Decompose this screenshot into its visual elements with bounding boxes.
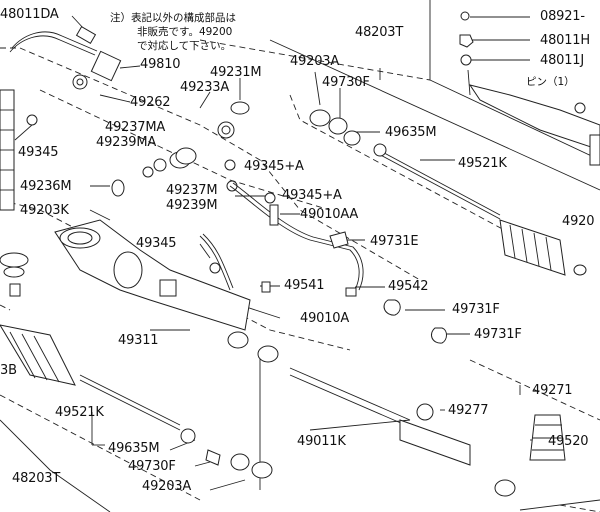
label-49203a-top: 49203A: [290, 54, 340, 69]
label-49345-mid: 49345: [136, 236, 177, 251]
label-49520: 49520: [548, 434, 589, 449]
tie-rod-upper-part: [309, 109, 501, 220]
pinion-column-part: [0, 89, 38, 297]
label-49271: 49271: [532, 383, 573, 398]
label-48011da: 48011DA: [0, 7, 59, 22]
label-49730f-top: 49730F: [322, 75, 370, 90]
boot-lower-left-part: [0, 324, 273, 479]
label-49239m: 49239M: [166, 198, 218, 213]
label-49203k: 49203K: [20, 203, 69, 218]
outer-tie-rod-part: [459, 11, 600, 166]
label-49731e: 49731E: [370, 234, 419, 249]
label-4920-right: 4920: [562, 214, 595, 229]
rack-part: [257, 345, 516, 497]
boot-upper-part: [499, 219, 587, 276]
label-49311: 49311: [118, 333, 159, 348]
pin-note: ピン（1）: [526, 76, 575, 88]
label-49237m: 49237M: [166, 183, 218, 198]
label-49635m-bot: 49635M: [108, 441, 160, 456]
label-3b: 3B: [0, 363, 17, 378]
seal-rings-part: [111, 101, 276, 204]
label-49237ma: 49237MA: [105, 120, 166, 135]
label-49011k: 49011K: [297, 434, 346, 449]
label-49521k-bot: 49521K: [55, 405, 104, 420]
label-48011j: 48011J: [540, 53, 584, 68]
note-line-1: 注）表記以外の構成部品は: [110, 12, 236, 24]
label-49203a-bot: 49203A: [142, 479, 192, 494]
label-49521k-top: 49521K: [458, 156, 507, 171]
label-49233a: 49233A: [180, 80, 230, 95]
clamps-part: [329, 231, 447, 344]
label-49277: 49277: [448, 403, 489, 418]
boot-lower-right-part: [529, 414, 566, 461]
label-48203t-top: 48203T: [355, 25, 404, 40]
label-48203t-bot: 48203T: [12, 471, 61, 486]
label-08921: 08921-: [540, 9, 585, 24]
note-line-3: で対応して下さい。: [137, 40, 232, 52]
gear-housing-part: [54, 219, 251, 349]
label-49635m-top: 49635M: [385, 125, 437, 140]
label-49236m: 49236M: [20, 179, 72, 194]
label-49541: 49541: [284, 278, 325, 293]
label-49010aa: 49010AA: [300, 207, 359, 222]
label-48011h: 48011H: [540, 33, 590, 48]
hydraulic-lines-part: [199, 182, 364, 297]
label-49231m: 49231M: [210, 65, 262, 80]
note-line-2: 非販売です。49200: [137, 26, 233, 38]
label-49345a-1: 49345+A: [244, 159, 304, 174]
wire-harness-part: [9, 25, 122, 90]
label-49345-left: 49345: [18, 145, 59, 160]
label-49731f-2: 49731F: [474, 327, 522, 342]
label-49810: 49810: [140, 57, 181, 72]
label-49239ma: 49239MA: [96, 135, 157, 150]
label-49542: 49542: [388, 279, 429, 294]
label-49345a-2: 49345+A: [282, 188, 342, 203]
label-49730f-bot: 49730F: [128, 459, 176, 474]
label-49262: 49262: [130, 95, 171, 110]
label-49010a: 49010A: [300, 311, 350, 326]
label-49731f-1: 49731F: [452, 302, 500, 317]
